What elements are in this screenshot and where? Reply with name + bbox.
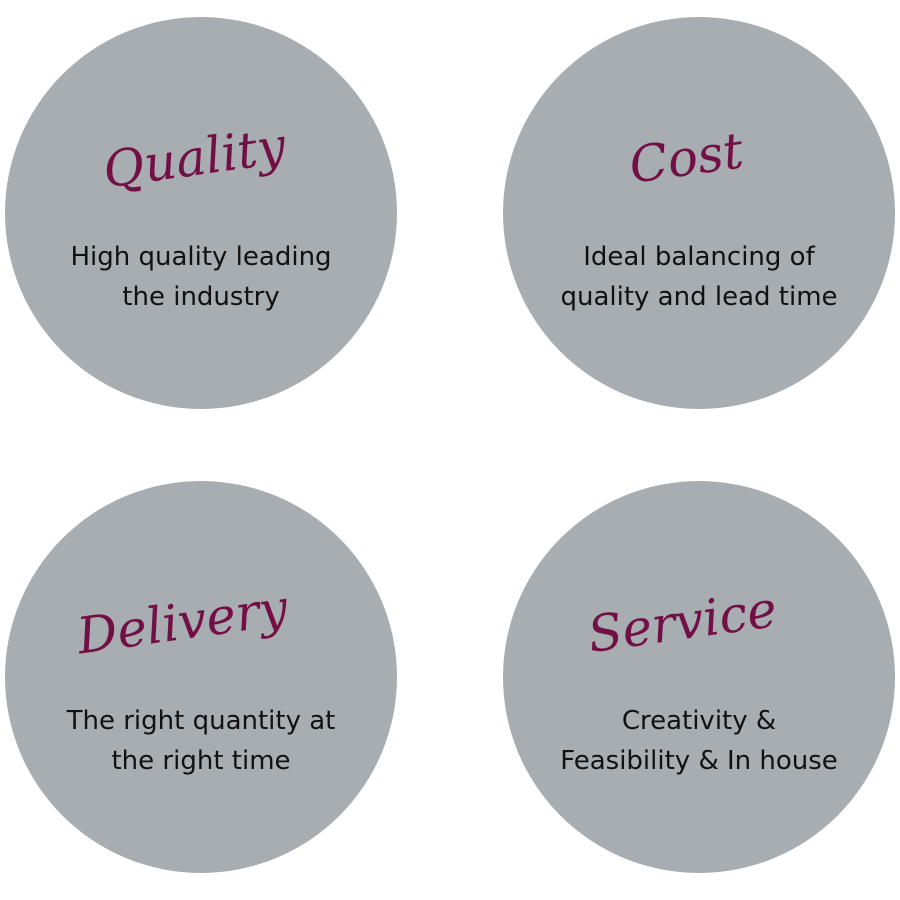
pillar-title-quality: Quality [5,113,397,203]
pillar-card-delivery: Delivery The right quantity at the right… [5,481,397,873]
pillar-description-cost: Ideal balancing of quality and lead time [503,237,895,317]
pillar-description-line: High quality leading [70,242,332,272]
pillar-description-line: Feasibility & In house [560,746,838,776]
pillar-title-service-text: Service [584,580,780,664]
pillar-description-line: the right time [111,746,291,776]
pillar-description-service: Creativity & Feasibility & In house [503,701,895,781]
pillar-title-cost-text: Cost [626,121,748,194]
pillar-description-line: Ideal balancing of [583,242,815,272]
pillar-title-quality-text: Quality [99,116,289,199]
pillar-description-line: The right quantity at [66,706,336,736]
pillar-description-line: the industry [122,282,280,312]
pillar-card-service: Service Creativity & Feasibility & In ho… [503,481,895,873]
pillar-title-service: Service [503,577,895,667]
pillar-description-line: quality and lead time [560,282,838,312]
pillar-description-delivery: The right quantity at the right time [5,701,397,781]
pillar-card-quality: Quality High quality leading the industr… [5,17,397,409]
pillar-title-delivery: Delivery [5,577,397,667]
pillar-title-delivery-text: Delivery [72,578,291,665]
pillar-description-line: Creativity & [621,706,777,736]
pillar-title-cost: Cost [503,113,895,203]
pillar-description-quality: High quality leading the industry [5,237,397,317]
pillar-card-cost: Cost Ideal balancing of quality and lead… [503,17,895,409]
